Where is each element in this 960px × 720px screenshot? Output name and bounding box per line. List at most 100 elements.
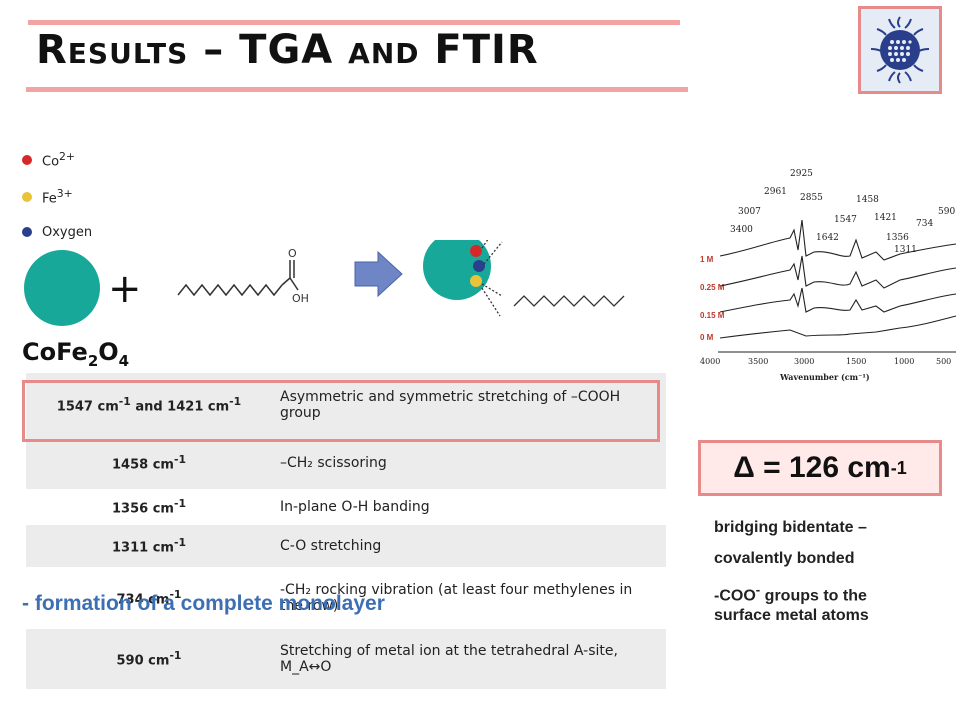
wavenumber-cell: 734 cm-1 bbox=[26, 567, 272, 629]
curve-label-015m: 0.15 M bbox=[700, 311, 725, 320]
peak-label-734: 734 bbox=[916, 219, 933, 229]
hydroxyl-label: OH bbox=[292, 292, 309, 305]
curve-label-025m: 0.25 M bbox=[700, 283, 725, 292]
wavenumber-cell: 1458 cm-1 bbox=[26, 437, 272, 489]
wn-sup-3: -1 bbox=[173, 536, 186, 550]
bg-label-015m: 0.15 M bbox=[226, 494, 275, 511]
peak-label-1311: 1311 bbox=[894, 245, 917, 255]
wn-sup-0: -1 bbox=[118, 395, 131, 409]
wn-sup-4: -1 bbox=[169, 588, 182, 602]
wn-sup-2: -1 bbox=[173, 497, 186, 511]
xtick-1500: 1500 bbox=[846, 357, 866, 366]
wn-0: 1547 cm bbox=[56, 399, 119, 415]
legend-oxygen: Oxygen bbox=[22, 225, 92, 240]
wn2-0: and 1421 cm bbox=[130, 399, 230, 415]
institution-logo bbox=[858, 6, 942, 94]
bg-tick-4000: 4000 bbox=[220, 603, 269, 628]
iron-dot-icon bbox=[22, 191, 32, 202]
wn-sup-5: -1 bbox=[169, 649, 182, 663]
wn-4: 734 cm bbox=[116, 592, 170, 608]
assignment-cell: –CH₂ scissoring bbox=[280, 455, 387, 471]
peak-label-590: 590 bbox=[938, 207, 955, 217]
table-row: 590 cm-1 Stretching of metal ion at the … bbox=[26, 629, 666, 689]
nanoparticle-icon bbox=[24, 250, 100, 326]
peak-label-3400: 3400 bbox=[730, 225, 753, 235]
legend-oxygen-text: Oxygen bbox=[42, 224, 93, 240]
assignment-cell: Stretching of metal ion at the tetrahedr… bbox=[280, 643, 618, 675]
title-bar-bottom bbox=[26, 87, 688, 92]
assignment-cell: In-plane O-H banding bbox=[280, 499, 430, 515]
peak-label-2925: 2925 bbox=[790, 169, 813, 179]
legend-fe-sup: 3+ bbox=[56, 187, 73, 201]
wavenumber-cell: 590 cm-1 bbox=[26, 629, 272, 689]
xtick-500: 500 bbox=[936, 357, 951, 366]
page-title: Results – TGA and FTIR bbox=[36, 27, 539, 73]
peak-label-1458: 1458 bbox=[856, 195, 879, 205]
assignment-cell: Asymmetric and symmetric stretching of –… bbox=[280, 389, 621, 421]
peak-label-1421: 1421 bbox=[874, 213, 897, 223]
table-row: 1547 cm-1 and 1421 cm-1 Asymmetric and s… bbox=[26, 373, 666, 437]
bg-tick-1000: 1000 bbox=[622, 597, 666, 622]
bidentate-line2: covalently bonded bbox=[714, 550, 855, 567]
spectrum-015m bbox=[719, 287, 957, 313]
wn-1: 1458 cm bbox=[112, 457, 174, 473]
spectrum-1m bbox=[719, 219, 957, 261]
bidentate-line4: surface metal atoms bbox=[714, 607, 869, 625]
plus-sign: + bbox=[108, 266, 142, 312]
ftir-spectra-plot: 2925 2961 2855 3007 3400 1458 1547 1421 … bbox=[690, 160, 958, 388]
bidentate-line3a: -COO bbox=[714, 587, 756, 605]
reaction-scheme: + O OH bbox=[24, 240, 625, 326]
cofe2o4-formula: CoFe2O4 bbox=[22, 338, 129, 370]
table-row: 1356 cm-1 In-plane O-H banding bbox=[26, 489, 666, 525]
cobalt-site-dot bbox=[470, 245, 482, 257]
spectrum-0m bbox=[719, 315, 957, 339]
formula-mid: O bbox=[98, 338, 119, 366]
formula-main: CoFe bbox=[22, 338, 88, 366]
xtick-3000: 3000 bbox=[794, 357, 814, 366]
wn-3: 1311 cm bbox=[112, 540, 174, 556]
peak-label-2855: 2855 bbox=[800, 193, 823, 203]
wavenumber-cell: 1356 cm-1 bbox=[26, 489, 272, 525]
background-plot: 0.25 M 0.15 M 4000 1500 1000 0.0 0 bbox=[106, 411, 666, 628]
title-bar-top bbox=[28, 20, 680, 25]
curve-label-0m: 0 M bbox=[700, 333, 714, 342]
delta-sup: -1 bbox=[890, 457, 907, 478]
bg-tick-0: 0 bbox=[106, 419, 113, 434]
xtick-3500: 3500 bbox=[748, 357, 768, 366]
peak-label-1547: 1547 bbox=[834, 215, 857, 225]
highlight-box bbox=[22, 380, 660, 442]
oxygen-dot-icon bbox=[22, 227, 32, 238]
peak-label-1356: 1356 bbox=[886, 233, 909, 243]
wn-2: 1356 cm bbox=[112, 501, 174, 517]
legend-co-text: Co bbox=[42, 154, 60, 170]
legend-co: Co2+ bbox=[22, 150, 92, 169]
fatty-acid-chain bbox=[177, 283, 283, 297]
table-row: 1458 cm-1 –CH₂ scissoring bbox=[26, 437, 666, 489]
wavenumber-cell: 1547 cm-1 and 1421 cm-1 bbox=[26, 373, 272, 437]
assignment-cell: C-O stretching bbox=[280, 538, 382, 554]
ftir-assignment-table: 1547 cm-1 and 1421 cm-1 Asymmetric and s… bbox=[26, 373, 666, 689]
wn2-sup-0: -1 bbox=[229, 395, 242, 409]
wavenumber-cell: 1311 cm-1 bbox=[26, 525, 272, 567]
ion-legend: Co2+ Fe3+ Oxygen bbox=[22, 150, 92, 240]
bidentate-line3b: groups to the bbox=[760, 587, 867, 605]
peak-label-1642: 1642 bbox=[816, 233, 839, 243]
logo-emblem-icon bbox=[861, 9, 939, 91]
formula-sub2: 4 bbox=[118, 351, 130, 370]
delta-box: Δ = 126 cm-1 bbox=[698, 440, 942, 496]
reaction-arrow-icon bbox=[354, 250, 403, 298]
bg-tick-00: 0.0 bbox=[114, 431, 132, 446]
spectrum-025m bbox=[719, 255, 957, 289]
legend-fe: Fe3+ bbox=[22, 187, 92, 207]
bidentate-line1: bridging bidentate – bbox=[714, 519, 867, 536]
xtick-4000: 4000 bbox=[700, 357, 720, 366]
monolayer-note: - formation of a complete monolayer bbox=[22, 592, 385, 615]
bidentate-line3sup: - bbox=[755, 582, 761, 597]
table-row: 734 cm-1 -CH₂ rocking vibration (at leas… bbox=[26, 567, 666, 629]
peak-label-2961: 2961 bbox=[764, 187, 787, 197]
bg-tick-1500: 1500 bbox=[506, 597, 555, 622]
peak-label-3007: 3007 bbox=[738, 207, 761, 217]
legend-fe-text: Fe bbox=[42, 191, 57, 207]
bidentate-note: bridging bidentate – covalently bonded -… bbox=[714, 512, 934, 626]
delta-text: Δ = 126 cm bbox=[733, 451, 891, 484]
